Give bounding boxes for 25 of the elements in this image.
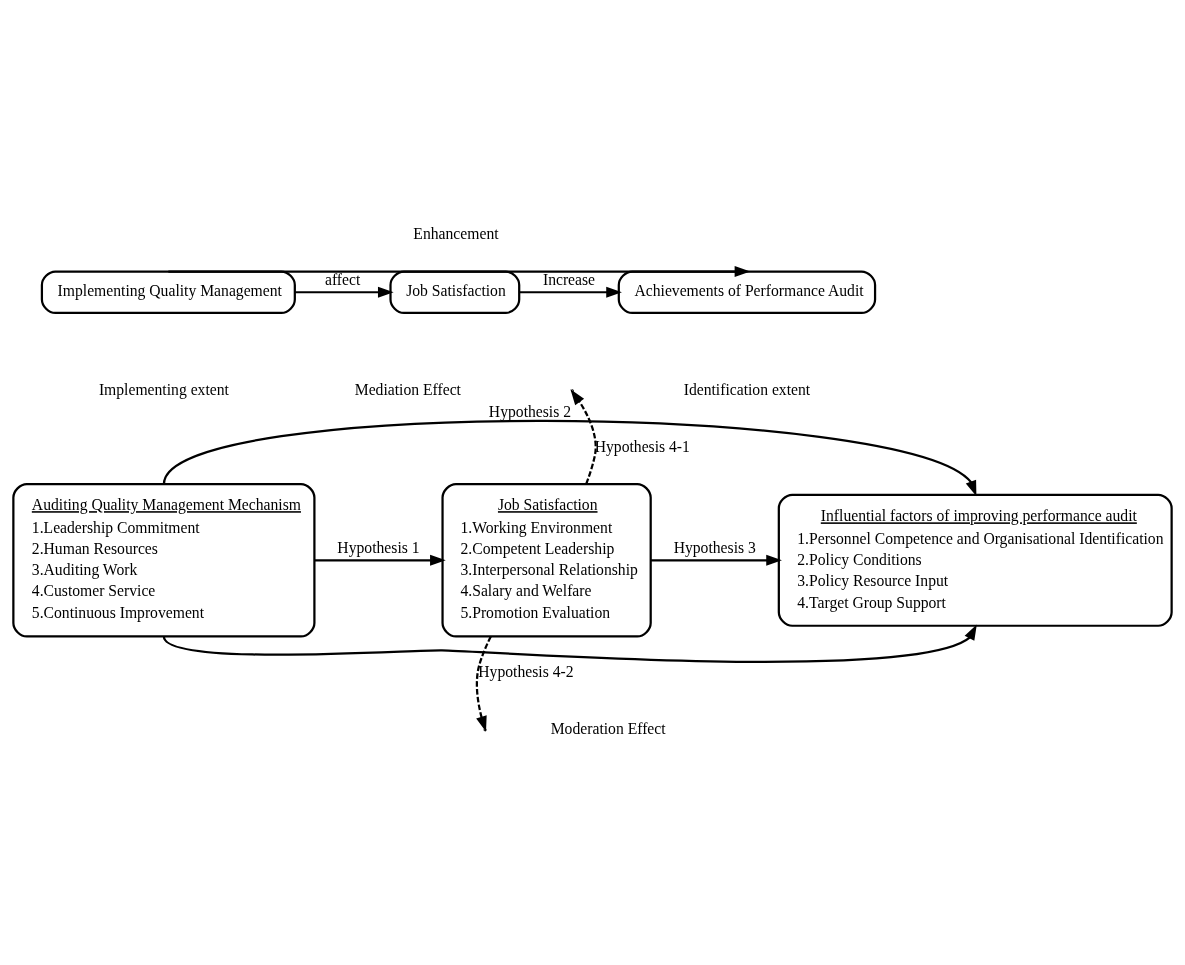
label: Moderation Effect [550,719,666,737]
label: Identification extent [683,380,811,398]
arrow [519,286,622,298]
node-box: Auditing Quality Management Mechanism 1.Leadership Commitment 2.Human Resources 3.Auditing Work 4.Customer Service 5.Continuous Improvement [12,483,316,638]
edge-label: Enhancement [413,225,499,243]
arrow [294,286,394,298]
edge-label: affect [324,270,361,288]
node-box: Job Satisfaction 1.Working Environment 2.Competent Leadership 3.Interpersonal Relationship 4.Salary and Welfare 5.Promotion Evaluation [441,483,652,638]
label: Mediation Effect [354,380,461,398]
arrow [168,266,751,278]
edge-label: Hypothesis 2 [488,402,572,420]
edge-label: Hypothesis 1 [337,538,420,556]
arrow [650,554,782,566]
node-box: Achievements of Performance Audit [617,270,877,315]
label: Implementing extent [98,380,229,398]
edge-label: Hypothesis 3 [673,538,756,556]
node-box: Job Satisfaction [389,270,521,315]
node-box: Implementing Quality Management [40,270,296,315]
arrow [570,389,597,485]
edge-label: Increase [542,270,596,288]
arrow [314,554,446,566]
edge-label: Hypothesis 4-1 [594,437,690,455]
node-box: Influential factors of improving performance audit 1.Personnel Competence and Organisational Identification 2.Policy Conditions 3.Policy Resource Input 4.Target Group Support [777,493,1173,627]
arrow [163,624,977,663]
edge-label: Hypothesis 4-2 [478,662,574,680]
